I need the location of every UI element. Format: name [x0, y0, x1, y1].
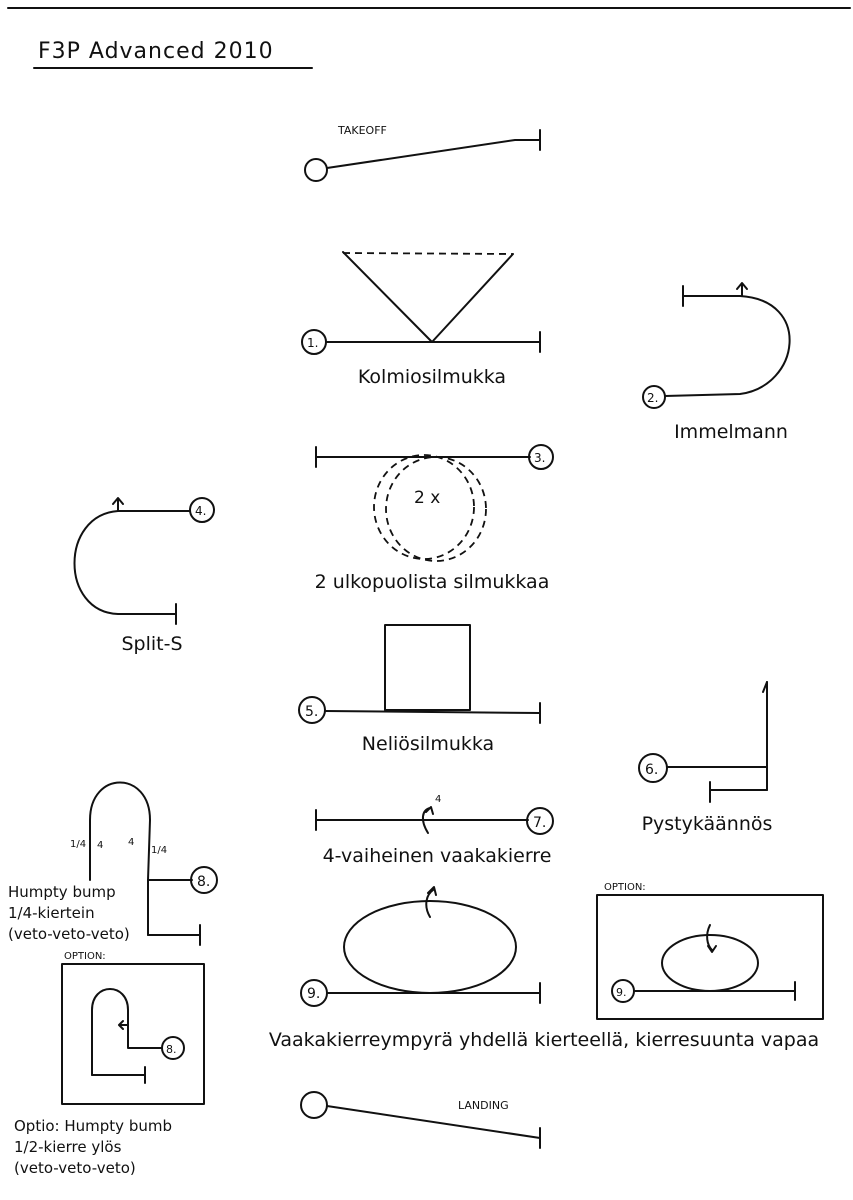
option-8-humpty [91, 988, 163, 1076]
landing-start-circle [300, 1091, 328, 1119]
landing-label: LANDING [458, 1099, 509, 1112]
maneuver-7-badge [526, 807, 554, 835]
maneuver-6-number: 6. [645, 762, 658, 778]
maneuver-9-label: Vaakakierreympyrä yhdellä kierteellä, ki… [269, 1029, 819, 1051]
maneuver-5-number: 5. [305, 704, 318, 720]
maneuver-1-label: Kolmiosilmukka [358, 366, 506, 388]
maneuver-2-number: 2. [647, 391, 658, 405]
maneuver-9-number: 9. [307, 986, 320, 1002]
option-9-box [596, 894, 824, 1020]
option-9-number: 9. [616, 986, 627, 999]
maneuver-8-label-line2: 1/4-kiertein [8, 904, 95, 922]
maneuver-9-circle [343, 900, 517, 994]
page-title: F3P Advanced 2010 [38, 39, 274, 64]
maneuver-9-roll-arrow [425, 886, 437, 918]
maneuver-1-right-side [431, 253, 514, 343]
maneuver-7-number: 7. [533, 815, 546, 831]
maneuver-5-badge [298, 696, 326, 724]
maneuver-3-loop-b [385, 456, 487, 562]
maneuver-8-label-line1: Humpty bump [8, 883, 116, 901]
maneuver-7-roll-arrow [422, 806, 434, 834]
maneuver-3-number: 3. [534, 451, 545, 465]
maneuver-3-label: 2 ulkopuolista silmukkaa [315, 571, 550, 593]
maneuver-4-roll-arrow [112, 497, 124, 512]
maneuver-6-arrow-tip [762, 681, 768, 693]
maneuver-3-count: 2 x [414, 488, 440, 508]
maneuver-8-humpty [89, 781, 151, 881]
maneuver-5-square [384, 624, 471, 711]
option-8-badge [161, 1036, 185, 1060]
option-9-circle [661, 934, 759, 992]
takeoff-path [326, 139, 541, 169]
option-9-roll-arrow [706, 924, 717, 953]
maneuver-8-label-line3: (veto-veto-veto) [8, 925, 130, 943]
maneuver-1-left-side [342, 251, 433, 343]
option-8-label-line2: 1/2-kierre ylös [14, 1138, 122, 1156]
maneuver-7-roll-count: 4 [435, 794, 441, 805]
takeoff-start-circle [304, 158, 328, 182]
option-8-label-line3: (veto-veto-veto) [14, 1159, 136, 1177]
landing-path [326, 1105, 541, 1139]
option-8-box [61, 963, 205, 1105]
maneuver-4-number: 4. [195, 504, 206, 518]
maneuver-2-roll-arrow [736, 282, 748, 297]
maneuver-8-roll-right-count: 4 [128, 837, 134, 848]
maneuver-8-roll-left-count: 4 [97, 840, 103, 851]
maneuver-7-label: 4-vaiheinen vaakakierre [323, 845, 552, 867]
option-8-roll-arrow [118, 1020, 129, 1030]
maneuver-4-path [73, 510, 191, 615]
option-8-label-line1: Optio: Humpty bumb [14, 1117, 172, 1135]
option-9-title: OPTION: [604, 882, 646, 893]
maneuver-8-number: 8. [197, 874, 210, 890]
maneuver-5-label: Neliösilmukka [362, 733, 494, 755]
maneuver-8-roll-left: 1/4 [70, 839, 86, 850]
maneuver-6-label: Pystykäännös [642, 813, 773, 835]
maneuver-3-badge [528, 444, 554, 470]
maneuver-3-loop-a [373, 454, 475, 560]
maneuver-8-roll-right: 1/4 [151, 845, 167, 856]
maneuver-1-dashed-top [342, 252, 514, 255]
takeoff-label: TAKEOFF [337, 124, 387, 137]
option-8-title: OPTION: [64, 951, 106, 962]
maneuver-1-number: 1. [307, 336, 318, 350]
maneuver-2-label: Immelmann [674, 421, 788, 443]
maneuver-5-baseline [324, 710, 541, 714]
maneuver-8-badge [190, 866, 218, 894]
maneuver-4-label: Split-S [121, 633, 182, 655]
maneuver-2-path [664, 295, 791, 397]
option-8-number: 8. [166, 1043, 177, 1056]
